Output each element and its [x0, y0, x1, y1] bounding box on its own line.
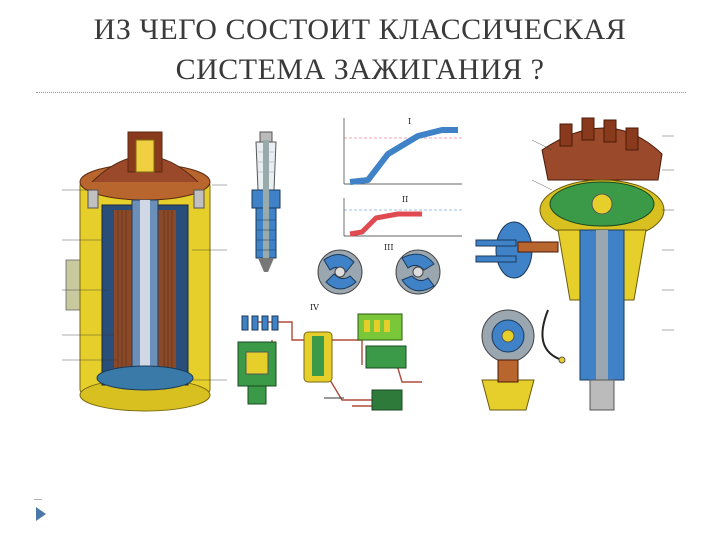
- advance-curve-graph-1: I: [343, 117, 462, 185]
- graph-label-3: III: [384, 243, 393, 252]
- footer-tick: [34, 499, 42, 500]
- graph-label-1: I: [408, 117, 411, 126]
- centrifugal-advance-weights: III: [317, 243, 441, 295]
- distributor-cutaway: [475, 117, 674, 411]
- graph-label-4: IV: [310, 303, 319, 312]
- advance-curve-graph-2: II: [343, 195, 462, 237]
- graph-label-2: II: [402, 195, 408, 204]
- wiring-diagram: IV: [237, 303, 422, 411]
- ignition-system-illustration: I II III IV: [62, 117, 674, 412]
- title-line-1: ИЗ ЧЕГО СОСТОИТ КЛАССИЧЕСКАЯ: [93, 13, 627, 46]
- slide-title: ИЗ ЧЕГО СОСТОИТ КЛАССИЧЕСКАЯ СИСТЕМА ЗАЖ…: [0, 10, 720, 90]
- spark-plug: [251, 131, 281, 272]
- title-divider: [36, 92, 686, 93]
- ignition-coil-cutaway: [62, 131, 227, 412]
- next-slide-arrow-icon[interactable]: [36, 507, 46, 521]
- title-line-2: СИСТЕМА ЗАЖИГАНИЯ ?: [175, 53, 545, 86]
